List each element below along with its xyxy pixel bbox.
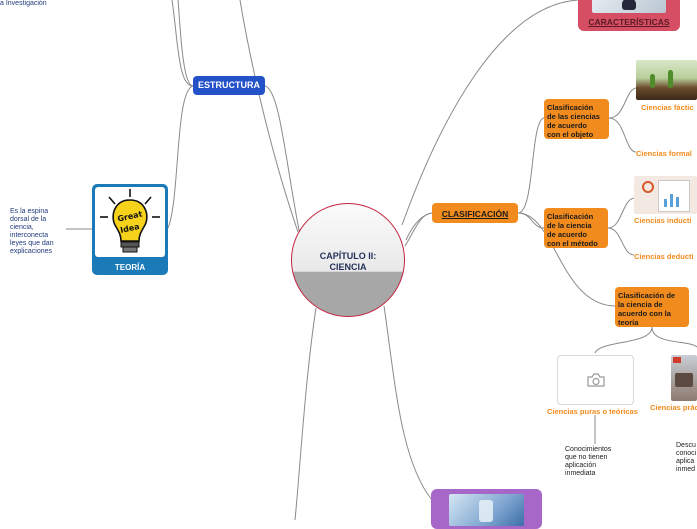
metodo-label-line: de acuerdo [547, 230, 588, 239]
sprout-icon [650, 74, 655, 88]
ciencias-formales-label[interactable]: Ciencias formal [636, 149, 692, 158]
practicas-note-line: Descu [676, 442, 696, 449]
puras-note-line: que no tienen [565, 454, 608, 461]
teoria-note-line: ciencia, [10, 224, 34, 231]
purple-topic-image [449, 494, 524, 526]
ciencias-facticas-label[interactable]: Ciencias fáctic [641, 103, 694, 112]
ciencias-practicas-label[interactable]: Ciencias prác [650, 403, 697, 412]
clasificacion-node[interactable]: CLASIFICACIÓN [432, 203, 518, 223]
caracteristicas-label: CARACTERÍSTICAS [588, 17, 670, 27]
caracteristicas-image [592, 0, 666, 13]
objeto-label-line: de acuerdo [547, 121, 588, 130]
puras-note-line: inmediata [565, 470, 596, 477]
top-left-fragment-text: a Investigación [0, 0, 47, 7]
teoria-class-label-line: teoría [618, 318, 639, 327]
teoria-note-line: dorsal de la [10, 216, 47, 223]
clasificacion-metodo-node[interactable]: Clasificación de la ciencia de acuerdo c… [544, 208, 608, 248]
practicas-note-line: aplica [676, 458, 695, 465]
document-icon [658, 180, 690, 212]
teoria-node[interactable]: Great Idea TEORÍA [92, 184, 168, 275]
teoria-note-line: explicaciones [10, 248, 53, 255]
teoria-image: Great Idea [95, 187, 165, 257]
central-title-line2: CIENCIA [329, 262, 367, 272]
metodo-label-line: con el método [547, 239, 598, 248]
sprout-icon [668, 70, 673, 88]
central-topic[interactable]: CAPÍTULO II: CIENCIA [291, 203, 405, 317]
teoria-class-label-line: acuerdo con la [618, 309, 671, 318]
teoria-label: TEORÍA [114, 263, 146, 272]
teoria-class-label-line: la ciencia de [618, 300, 663, 309]
practicas-note-line: inmed [676, 466, 696, 473]
lightbulb-icon: Great Idea [100, 189, 160, 253]
teoria-image-text-line2: Idea [119, 222, 140, 235]
objeto-label-line: Clasificación [547, 103, 594, 112]
teoria-class-label-line: Clasificación de [618, 291, 676, 300]
estructura-label: ESTRUCTURA [198, 80, 260, 90]
teoria-note-line: interconecta [10, 232, 49, 239]
estructura-node[interactable]: ESTRUCTURA [193, 76, 265, 95]
person-silhouette-icon [622, 0, 636, 10]
clasificacion-teoria-node[interactable]: Clasificación de la ciencia de acuerdo c… [615, 287, 689, 327]
ciencias-facticas-image [636, 60, 697, 100]
ciencias-deductivas-label[interactable]: Ciencias deducti [634, 252, 694, 261]
ciencias-puras-note: Conocimientos que no tienen aplicación i… [565, 446, 625, 478]
puras-note-line: aplicación [565, 462, 597, 469]
teoria-note: Es la espina dorsal de la ciencia, inter… [10, 208, 66, 256]
ciencias-inductivas-label[interactable]: Ciencias inducti [634, 216, 692, 225]
metodo-label-line: Clasificación [547, 212, 594, 221]
purple-topic-node[interactable] [431, 489, 542, 529]
central-title-line1: CAPÍTULO II: [319, 251, 377, 261]
ciencias-practicas-note: Descu conoci aplica inmed [676, 442, 697, 474]
objeto-label-line: con el objeto [547, 130, 594, 139]
ciencias-puras-label[interactable]: Ciencias puras o teóricas [547, 407, 638, 416]
practicas-note-line: conoci [676, 450, 697, 457]
magnifier-icon [642, 181, 654, 193]
puras-note-line: Conocimientos [565, 446, 612, 453]
camera-icon [586, 373, 605, 387]
metodo-label-line: de la ciencia [547, 221, 592, 230]
objeto-label-line: de las ciencias [547, 112, 600, 121]
ciencias-inductivas-image [634, 176, 697, 214]
ciencias-puras-image-placeholder[interactable] [557, 355, 634, 405]
teoria-note-line: Es la espina [10, 208, 49, 215]
caracteristicas-node[interactable]: CARACTERÍSTICAS [578, 0, 680, 31]
central-topic-title: CAPÍTULO II: CIENCIA [292, 251, 404, 273]
teoria-note-line: leyes que dan [10, 240, 54, 247]
clasificacion-label: CLASIFICACIÓN [441, 209, 509, 219]
ciencias-practicas-image [671, 355, 697, 401]
clasificacion-objeto-node[interactable]: Clasificación de las ciencias de acuerdo… [544, 99, 609, 139]
